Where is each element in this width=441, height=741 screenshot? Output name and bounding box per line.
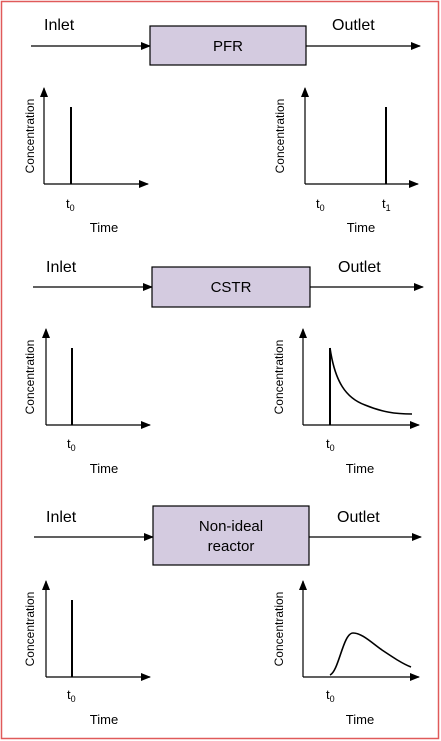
outlet-concentration-plot: Concentration t0 Time [272,580,420,727]
inlet-label: Inlet [46,259,77,276]
reactor-box [151,266,311,308]
reactor-label-line1: Non-ideal [199,518,263,535]
t0-label: t0 [67,436,76,453]
t1-label: t1 [382,196,391,213]
reactor-label: CSTR [211,279,252,296]
y-axis-label: Concentration [272,340,286,415]
x-axis-label: Time [346,712,374,727]
outlet-concentration-plot: Concentration t0 t1 Time [273,87,419,235]
reactor-box [152,505,310,566]
row-pfr: Inlet Outlet PFR Concentration t0 Time C… [23,17,421,235]
x-axis-label: Time [90,220,118,235]
row-cstr: Inlet Outlet CSTR Concentration t0 Time … [23,259,424,476]
exponential-decay-curve [329,347,413,415]
x-axis-label: Time [346,461,374,476]
t0-label: t0 [67,687,76,704]
outlet-label: Outlet [332,17,375,34]
inlet-concentration-plot: Concentration t0 Time [23,87,149,235]
x-axis-label: Time [90,461,118,476]
x-axis-label: Time [347,220,375,235]
reactor-label: PFR [213,38,243,55]
outlet-concentration-plot: Concentration t0 Time [272,328,420,476]
y-axis-label: Concentration [23,99,37,174]
row-non-ideal: Inlet Outlet Non-ideal reactor Concentra… [23,505,422,727]
t0-label: t0 [66,196,75,213]
inlet-concentration-plot: Concentration t0 Time [23,580,151,727]
y-axis-label: Concentration [273,99,287,174]
reactor-label-line2: reactor [208,538,255,555]
inlet-concentration-plot: Concentration t0 Time [23,328,151,476]
inlet-label: Inlet [46,509,77,526]
inlet-label: Inlet [44,17,75,34]
t0-label: t0 [316,196,325,213]
distribution-curve [329,632,412,676]
t0-label: t0 [326,687,335,704]
y-axis-label: Concentration [23,340,37,415]
y-axis-label: Concentration [23,592,37,667]
outlet-label: Outlet [338,259,381,276]
outlet-label: Outlet [337,509,380,526]
y-axis-label: Concentration [272,592,286,667]
t0-label: t0 [326,436,335,453]
x-axis-label: Time [90,712,118,727]
